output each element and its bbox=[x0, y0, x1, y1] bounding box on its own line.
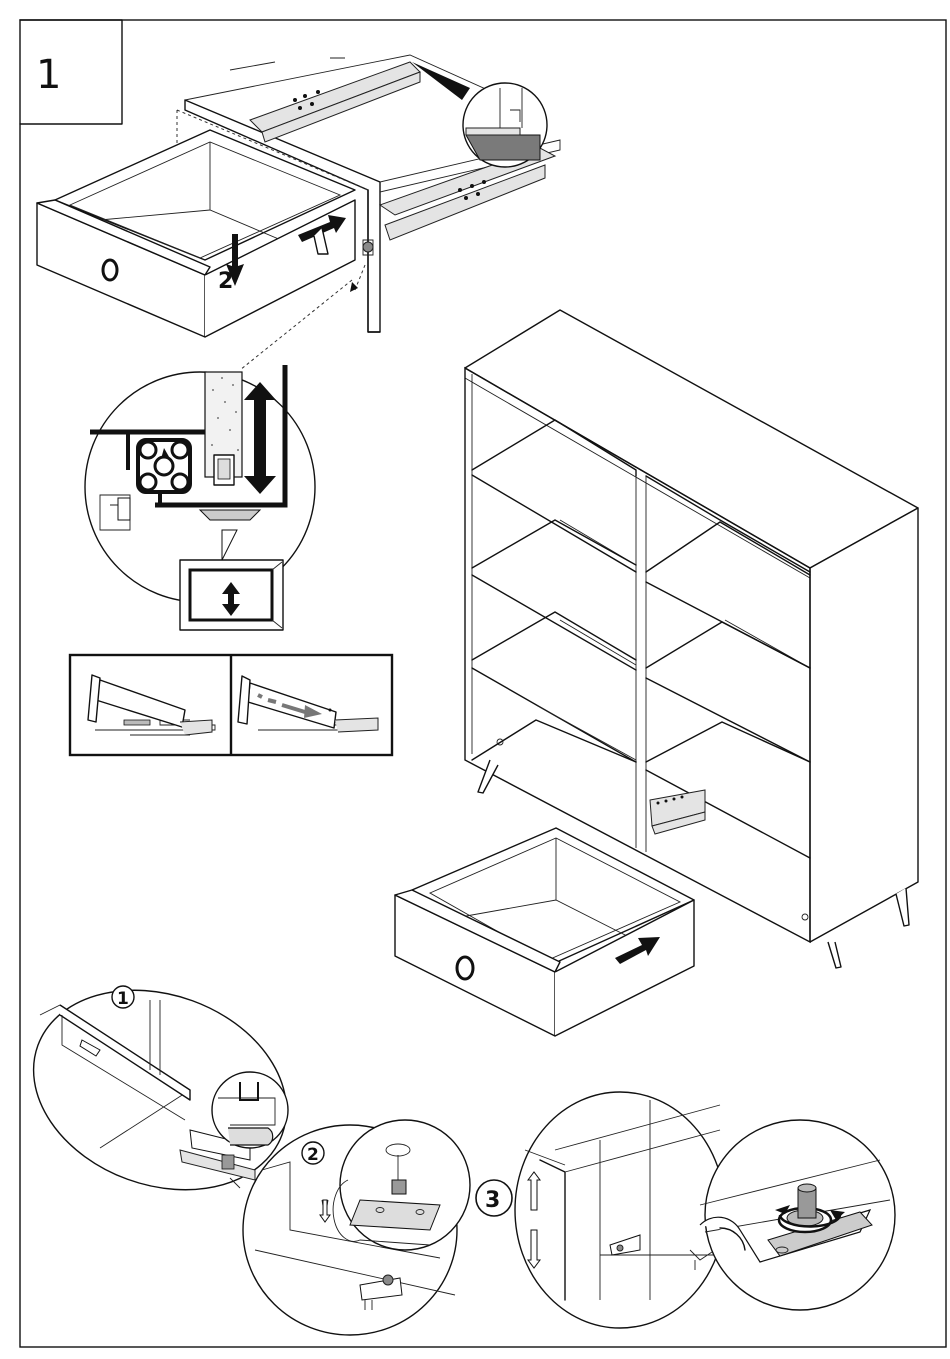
cabinet-leg bbox=[896, 888, 909, 926]
callout-number-1: 1 bbox=[117, 989, 129, 1009]
loose-drawer bbox=[395, 828, 694, 1036]
step-number-box: 1 bbox=[20, 20, 122, 124]
step-arrow-label: 2 bbox=[218, 269, 233, 294]
sliding-drawer-panel bbox=[238, 676, 378, 732]
detail-leader bbox=[412, 62, 470, 100]
callout-number-2: 2 bbox=[307, 1145, 319, 1165]
double-vertical-arrow-icon bbox=[180, 560, 283, 630]
upper-drawer-rail bbox=[250, 62, 420, 142]
step-number: 1 bbox=[36, 52, 61, 98]
cabinet-drawer-rail bbox=[650, 790, 705, 834]
drawer-insertion-figure: 2 bbox=[37, 55, 560, 370]
rail-end-detail bbox=[463, 83, 547, 167]
callout-number-3: 3 bbox=[485, 1188, 500, 1213]
cabinet-leg bbox=[828, 942, 841, 968]
insertion-sequence-panels bbox=[70, 655, 392, 755]
detail-callout-3: 3 bbox=[476, 1092, 895, 1328]
tilted-drawer-panel bbox=[88, 675, 215, 735]
detail-callout-2: 2 bbox=[243, 1120, 470, 1335]
